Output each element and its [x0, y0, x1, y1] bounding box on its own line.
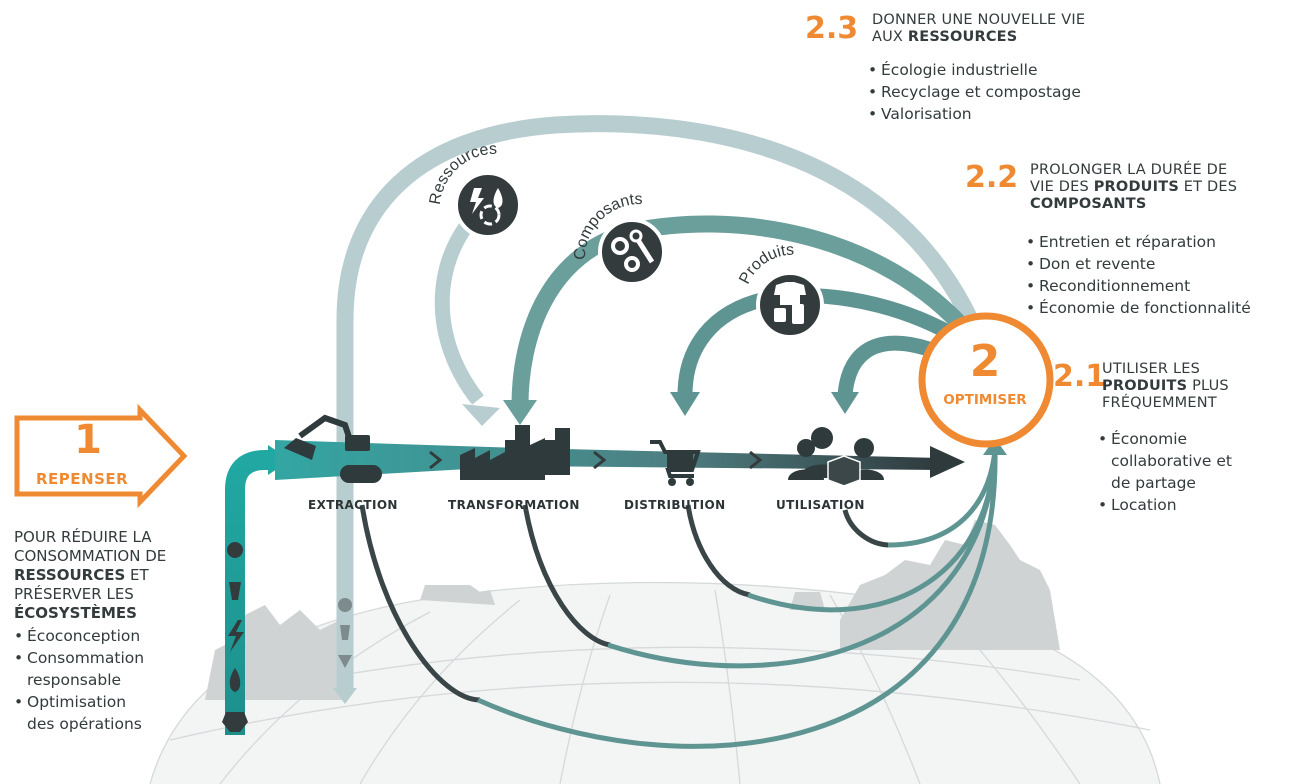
distribution-icon [650, 440, 701, 486]
composants-label: Composants [572, 191, 643, 261]
s21-title-line: UTILISER LES [1102, 361, 1200, 377]
s23-title-text: AUX [872, 29, 908, 45]
list-item: Économie [1098, 428, 1232, 450]
list-item: Économie de fonctionnalité [1026, 297, 1251, 319]
s21-title-text: PLUS [1187, 378, 1229, 394]
s23-title-line: AUX RESSOURCES [872, 29, 1085, 46]
s23-title-line: DONNER UNE NOUVELLE VIE [872, 12, 1086, 28]
s22-title-emphasis: COMPOSANTS [1030, 196, 1147, 212]
s22-title-text: ET DES [1178, 179, 1238, 195]
s21-title-line: PRODUITS PLUS [1102, 378, 1229, 395]
s22-title-text: VIE DES [1030, 179, 1094, 195]
list-item: Écologie industrielle [868, 59, 1081, 81]
list-item-continuation: de partage [1111, 474, 1196, 492]
composants-badge [598, 218, 666, 286]
optimiser-circle [918, 312, 1054, 448]
repenser-arrow [14, 403, 188, 509]
output-icons [338, 598, 352, 668]
ressources-label: Ressources [427, 141, 497, 206]
list-item: Écoconception [14, 625, 214, 647]
svg-text:Produits: Produits [736, 242, 794, 287]
repenser-list: Écoconception Consommation responsable O… [14, 625, 214, 735]
transformation-icon [460, 425, 570, 480]
stage-transformation: TRANSFORMATION [448, 498, 580, 512]
repenser-intro-line: PRÉSERVER LES [14, 585, 134, 603]
stage-extraction: EXTRACTION [308, 498, 398, 512]
optimiser-label: OPTIMISER [943, 392, 1027, 408]
s22-title-line: COMPOSANTS [1030, 196, 1237, 213]
list-item: Reconditionnement [1026, 275, 1251, 297]
list-item: Don et revente [1026, 253, 1251, 275]
s23-number: 2.3 [805, 11, 859, 46]
s21-title-emphasis: PRODUITS [1102, 378, 1188, 394]
ressources-badge [454, 171, 522, 239]
s22-title-emphasis: PRODUITS [1093, 179, 1179, 195]
input-arrow [225, 450, 272, 735]
s21-title-line: FRÉQUEMMENT [1102, 395, 1217, 411]
s23-title: DONNER UNE NOUVELLE VIE AUX RESSOURCES [872, 12, 1085, 46]
list-item: Consommation [14, 647, 214, 669]
utilisation-icon [788, 427, 884, 487]
list-item-continuation: des opérations [27, 715, 142, 733]
s22-title-line: VIE DES PRODUITS ET DES [1030, 179, 1237, 196]
list-item: Entretien et réparation [1026, 231, 1251, 253]
s23-title-emphasis: RESSOURCES [907, 29, 1018, 45]
ressources-emphasis: RESSOURCES [14, 566, 126, 584]
s22-number: 2.2 [965, 160, 1019, 195]
repenser-intro-line: CONSOMMATION DE [14, 547, 167, 565]
list-item: Valorisation [868, 103, 1081, 125]
produits-label: Produits [736, 242, 794, 287]
s22-list: Entretien et réparation Don et revente R… [1026, 231, 1251, 319]
s21-title: UTILISER LES PRODUITS PLUS FRÉQUEMMENT [1102, 361, 1229, 412]
stage-utilisation: UTILISATION [776, 498, 865, 512]
svg-text:Ressources: Ressources [427, 141, 497, 206]
ecosystemes-emphasis: ÉCOSYSTÈMES [14, 604, 137, 622]
ressources-loop-arrow [336, 115, 983, 690]
input-icons [222, 542, 248, 732]
produits-badge [756, 271, 824, 339]
s21-list: Économie collaborative et de partage Loc… [1098, 428, 1232, 516]
svg-text:Composants: Composants [572, 191, 643, 261]
repenser-number: 1 [74, 417, 102, 463]
list-item-continuation: responsable [27, 671, 122, 689]
s21-number: 2.1 [1053, 359, 1107, 394]
main-flow-band [275, 440, 940, 480]
list-item: Optimisation [14, 691, 214, 713]
list-item: Location [1098, 494, 1232, 516]
repenser-intro-line: RESSOURCES ET [14, 566, 214, 585]
repenser-intro-text: ET [125, 566, 149, 584]
stage-chevrons [429, 450, 763, 470]
s22-title: PROLONGER LA DURÉE DE VIE DES PRODUITS E… [1030, 162, 1237, 213]
repenser-intro-line: POUR RÉDUIRE LA [14, 528, 152, 546]
list-item-continuation: collaborative et [1111, 452, 1232, 470]
repenser-label: REPENSER [36, 470, 129, 488]
s23-list: Écologie industrielle Recyclage et compo… [868, 59, 1081, 125]
stage-distribution: DISTRIBUTION [624, 498, 726, 512]
optimiser-number: 2 [969, 336, 1001, 387]
repenser-intro: POUR RÉDUIRE LA CONSOMMATION DE RESSOURC… [14, 528, 214, 735]
extraction-icon [284, 414, 382, 483]
list-item: Recyclage et compostage [868, 81, 1081, 103]
s22-title-line: PROLONGER LA DURÉE DE [1030, 162, 1228, 178]
